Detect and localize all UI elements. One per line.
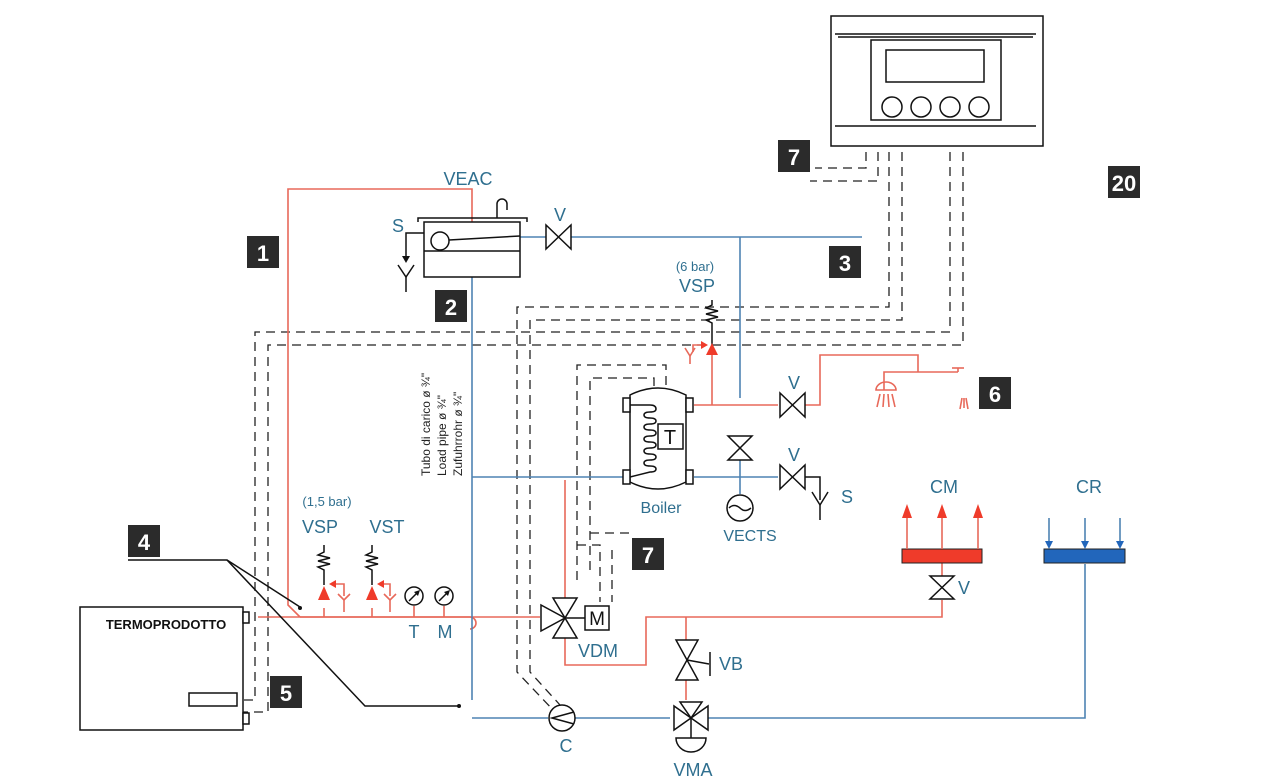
valve-v-hot[interactable]: [779, 391, 806, 419]
svg-text:6: 6: [989, 382, 1001, 407]
safety-valve-vst[interactable]: [363, 545, 397, 612]
knob-icon: [939, 96, 961, 118]
pipe-note-group: Tubo di carico ø ¾" Load pipe ø ¾" Zufuh…: [419, 373, 465, 476]
expansion-vessel-vects: [726, 494, 754, 522]
svg-text:5: 5: [280, 681, 292, 706]
tap-icon: [952, 367, 969, 410]
badge-5: 5: [270, 676, 302, 708]
label-termoprodotto: TERMOPRODOTTO: [106, 617, 226, 632]
label-vma: VMA: [673, 760, 712, 780]
label-cm: CM: [930, 477, 958, 497]
manifold-cr: [1043, 518, 1126, 564]
thermometer-gauge-icon: [404, 586, 424, 606]
label-c: C: [560, 736, 573, 756]
termoprodotto-unit: [79, 606, 250, 731]
label-gauge-m: M: [438, 622, 453, 642]
label-v-cm: V: [958, 578, 970, 598]
valve-v-cold[interactable]: [779, 463, 829, 520]
badge-4: 4: [128, 525, 160, 557]
safety-valve-vsp-1-5bar[interactable]: [315, 545, 351, 612]
vdm-motor: [584, 605, 610, 631]
svg-text:4: 4: [138, 530, 151, 555]
pressure-gauge-icon: [434, 586, 454, 606]
label-vsp-1-5bar-pressure: (1,5 bar): [302, 494, 351, 509]
badge-20: 20: [1108, 166, 1140, 198]
label-boiler: Boiler: [641, 500, 683, 517]
cold-pipes: [471, 236, 1086, 719]
safety-valve-vsp-6bar[interactable]: [684, 300, 719, 364]
svg-text:1: 1: [257, 241, 269, 266]
pipe-note-en: Load pipe ø ¾": [435, 395, 449, 476]
pipe-note-it: Tubo di carico ø ¾": [419, 373, 433, 476]
badge-2: 2: [435, 290, 467, 322]
pipe-note-de: Zufuhrrohr ø ¾": [451, 392, 465, 476]
valve-vects-vertical[interactable]: [726, 435, 754, 461]
label-vects: VECTS: [723, 528, 776, 545]
label-vb: VB: [719, 654, 743, 674]
float-icon: [430, 231, 450, 251]
label-vst: VST: [369, 517, 404, 537]
label-boiler-thermostat: T: [664, 427, 676, 449]
label-v-cold: V: [788, 445, 800, 465]
label-v-top: V: [554, 205, 566, 225]
svg-text:20: 20: [1112, 171, 1136, 196]
valve-v-cm[interactable]: [928, 575, 956, 600]
label-v-hot: V: [788, 373, 800, 393]
mixing-valve-vdm[interactable]: [540, 597, 610, 639]
label-veac: VEAC: [443, 169, 492, 189]
label-gauge-t: T: [409, 622, 420, 642]
svg-text:2: 2: [445, 295, 457, 320]
leader-lines-4: [128, 559, 461, 708]
svg-text:7: 7: [788, 145, 800, 170]
knob-icon: [881, 96, 903, 118]
badge-7-upper: 7: [778, 140, 810, 172]
thermostat-box: [657, 423, 684, 450]
vent-icon: [496, 198, 508, 218]
label-s-top: S: [392, 216, 404, 236]
display-screen: [885, 49, 985, 83]
control-panel: [830, 15, 1044, 147]
valve-v-top[interactable]: [545, 223, 572, 251]
hot-pipes: [258, 188, 958, 700]
label-s-right: S: [841, 487, 853, 507]
label-vsp-low: VSP: [302, 517, 338, 537]
badge-6: 6: [979, 377, 1011, 409]
svg-text:7: 7: [642, 543, 654, 568]
label-vdm: VDM: [578, 641, 618, 661]
knob-icon: [968, 96, 990, 118]
manifold-cm: [901, 504, 983, 564]
shower-icon: [875, 381, 897, 408]
badge-3: 3: [829, 246, 861, 278]
badge-1: 1: [247, 236, 279, 268]
pipe-1: [287, 188, 473, 618]
svg-text:3: 3: [839, 251, 851, 276]
badge-7-lower: 7: [632, 538, 664, 570]
pump-c[interactable]: [548, 704, 576, 732]
valve-vb[interactable]: [674, 639, 711, 681]
label-vdm-motor: M: [589, 609, 605, 630]
label-vsp-top: VSP: [679, 276, 715, 296]
label-cr: CR: [1076, 477, 1102, 497]
expansion-tank-veac: [397, 198, 528, 292]
label-vsp-6bar-pressure: (6 bar): [676, 259, 714, 274]
coil-icon: [629, 404, 657, 478]
boiler-tank: [622, 387, 694, 490]
valve-vma[interactable]: [673, 701, 709, 753]
knob-icon: [910, 96, 932, 118]
